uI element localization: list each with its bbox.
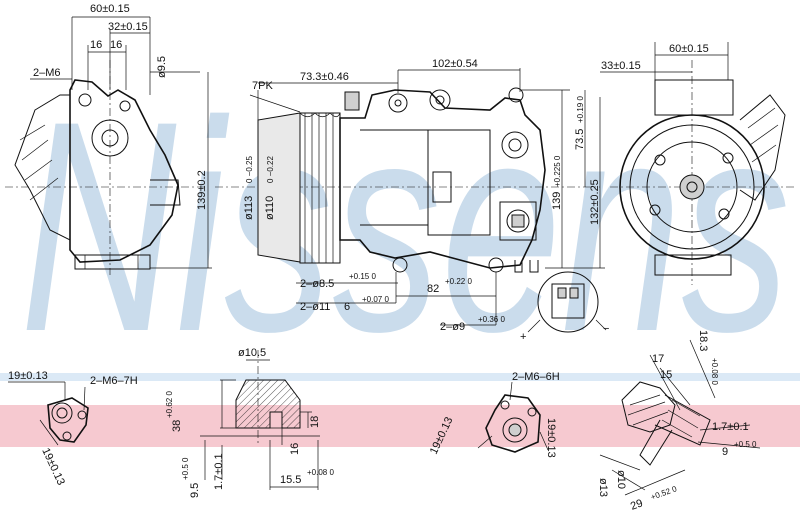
fr-phi10-label: ø10 [615, 470, 627, 489]
height-139-label: 139 [551, 192, 563, 210]
mount-span-102-label: 102±0.54 [432, 58, 478, 70]
br-19v-label: 19±0.13 [545, 418, 557, 458]
bc-155-tol: +0.08 0 [307, 468, 334, 477]
left-view: 60±0.15 32±0.15 16 16 ø9.5 2–M6 139±0.2 [5, 3, 212, 275]
bc-95-label: 9.5 [189, 483, 201, 498]
bc-38-label: 38 [171, 420, 183, 432]
fr-17b-label: 1.7±0.1 [712, 421, 749, 433]
bl-19v-label: 19±0.13 [39, 446, 67, 487]
bc-155-label: 15.5 [280, 474, 301, 486]
connector-detail: + − [520, 271, 609, 343]
br-m6-label: 2–M6–6H [512, 371, 560, 383]
hole-85-label: 2–ø8.5 [300, 278, 334, 290]
fr-29-label: 29 [629, 497, 645, 512]
blue-band [0, 373, 800, 381]
bl-m6-label: 2–M6–7H [90, 375, 138, 387]
hole-85-tol: +0.15 0 [349, 272, 376, 281]
hole-11-depth-label: 6 [344, 301, 350, 313]
connector-minus-label: − [603, 323, 609, 335]
left-m6-label: 2–M6 [33, 67, 61, 79]
fr-15-label: 15 [660, 369, 672, 381]
right-view: 60±0.15 33±0.15 [600, 42, 795, 285]
fr-9-label: 9 [722, 446, 728, 458]
right-width-33-label: 33±0.15 [601, 60, 641, 72]
bc-17-label: 1.7±0.1 [213, 453, 225, 490]
pulley-offset-733-label: 73.3±0.46 [300, 71, 349, 83]
bc-18-label: 18 [309, 416, 321, 428]
fr-183-label: 18.3 [697, 330, 709, 351]
bc-16-label: 16 [289, 443, 301, 455]
bc-95-tol: +0.5 0 [181, 457, 190, 480]
pulley-d113-label: ø113 [243, 196, 255, 220]
bc-38-tol: +0.62 0 [165, 391, 174, 418]
left-16b-label: 16 [110, 39, 122, 51]
fr-phi13-label: ø13 [597, 478, 609, 497]
mount-82-label: 82 [427, 283, 439, 295]
hole-11-label: 2–ø11 [300, 301, 330, 313]
fr-9-tol: +0.5 0 [734, 440, 757, 449]
height-132-label: 132±0.25 [589, 179, 601, 225]
left-width-60-label: 60±0.15 [90, 3, 130, 15]
fr-183-tol: +0.08 0 [710, 358, 719, 385]
pulley-d110-tol: 0 −0.22 [266, 156, 275, 183]
fr-17-label: 17 [652, 353, 664, 365]
left-16a-label: 16 [90, 39, 102, 51]
connector-plus-label: + [520, 331, 526, 343]
hole-9-label: 2–ø9 [440, 321, 465, 333]
height-735-label: 73.5 [574, 129, 586, 150]
left-phi95-label: ø9.5 [156, 56, 168, 78]
bc-d105-label: ø10.5 [238, 347, 266, 359]
left-height-139-label: 139±0.2 [196, 170, 208, 210]
hole-11-tol: +0.07 0 [362, 295, 389, 304]
fitting-detail: 17 15 18.3 +0.08 0 1.7±0.1 9 +0.5 0 ø10 … [597, 330, 761, 513]
height-139-tol: +0.225 0 [553, 155, 562, 187]
pulley-d110-label: ø110 [264, 196, 276, 220]
pink-band [0, 405, 800, 447]
belt-7pk-label: 7PK [252, 80, 273, 92]
height-735-tol: +0.19 0 [576, 96, 585, 123]
hole-9-tol: +0.36 0 [478, 315, 505, 324]
mount-82-tol: +0.22 0 [445, 277, 472, 286]
bottom-center-section: ø10.5 38 +0.62 0 18 16 9.5 +0.5 0 1.7±0.… [165, 347, 334, 498]
watermark-text: Nissens [20, 58, 790, 394]
left-width-32-label: 32±0.15 [108, 21, 148, 33]
fr-29-tol: +0.52 0 [650, 484, 679, 502]
bl-19-label: 19±0.13 [8, 370, 48, 382]
pulley-d113-tol: 0 −0.25 [245, 156, 254, 183]
right-width-60-label: 60±0.15 [669, 43, 709, 55]
middle-view: 7PK 73.3±0.46 102±0.54 ø113 0 −0.25 ø110… [215, 58, 605, 333]
